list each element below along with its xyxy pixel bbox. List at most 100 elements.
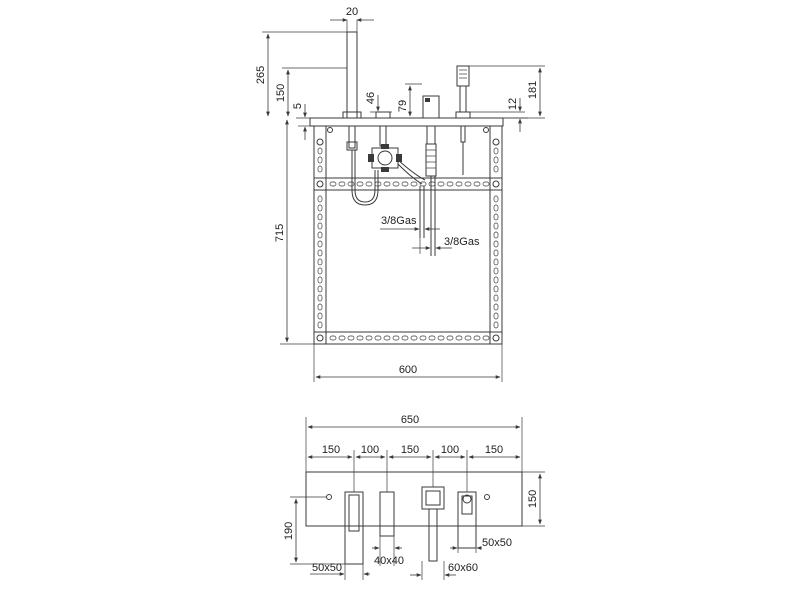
frame-slot [428, 335, 436, 341]
side-view: 20 265 150 5 46 79 [255, 6, 545, 382]
frame-slot [365, 181, 373, 187]
plan-valve [379, 491, 395, 537]
frame-slot [437, 181, 445, 187]
frame-slot [317, 294, 323, 302]
frame-slot [356, 181, 364, 187]
frame-slot [473, 181, 481, 187]
frame-slot [317, 312, 323, 320]
frame-slot [437, 335, 445, 341]
frame-slot [446, 335, 454, 341]
spout [342, 31, 362, 151]
frame-bottom-bar [313, 331, 503, 345]
frame-slot [482, 181, 490, 187]
frame-slot [317, 321, 323, 329]
dim-spout-section: 50x50 [312, 562, 342, 574]
frame-slot [493, 258, 499, 266]
frame-slot [383, 335, 391, 341]
frame-slot [329, 335, 337, 341]
frame-slot [347, 181, 355, 187]
frame-left-post [313, 125, 327, 345]
frame-slot [410, 335, 418, 341]
dim-overall-width: 650 [401, 414, 419, 426]
frame-slot [493, 156, 499, 164]
frame-slot [493, 303, 499, 311]
frame-slot [455, 335, 463, 341]
frame-slot [473, 335, 481, 341]
dim-spout-height: 150 [275, 84, 287, 102]
dim-frame-width: 600 [399, 364, 417, 376]
plan-diverter [421, 486, 445, 562]
frame-slot [493, 165, 499, 173]
frame-slot [482, 335, 490, 341]
plan-view: 650 150 100 150 100 150 150 1 [283, 414, 545, 580]
dim-valve-offset: 46 [365, 92, 377, 104]
frame-slot [317, 195, 323, 203]
frame-slot [410, 181, 418, 187]
frame-slot [329, 181, 337, 187]
frame-slot [317, 222, 323, 230]
frame-slot [446, 181, 454, 187]
frame-slot [317, 147, 323, 155]
side-dimensions: 20 265 150 5 46 79 [255, 6, 545, 382]
dim-shower-section: 50x50 [482, 537, 512, 549]
frame-slot [419, 335, 427, 341]
gas-label-1: 3/8Gas [381, 215, 417, 227]
frame-slot [493, 222, 499, 230]
frame-slot [493, 285, 499, 293]
deck-plate [309, 117, 504, 127]
frame-slot [338, 335, 346, 341]
frame-slot [383, 181, 391, 187]
frame-slot [317, 258, 323, 266]
frame-slot [493, 321, 499, 329]
dim-deck-gap: 5 [292, 103, 304, 109]
frame-slot [347, 335, 355, 341]
frame-slot [493, 294, 499, 302]
frame-slot [317, 240, 323, 248]
valve-handle [422, 95, 440, 177]
frame-slot [401, 335, 409, 341]
dim-spacing-2: 100 [361, 444, 379, 456]
frame-slot [338, 181, 346, 187]
frame-slot [374, 335, 382, 341]
frame-slot [317, 303, 323, 311]
frame-slot [493, 276, 499, 284]
dim-spacing-4: 100 [441, 444, 459, 456]
frame-slot [493, 213, 499, 221]
dim-spacing-1: 150 [322, 444, 340, 456]
frame-slot [317, 156, 323, 164]
frame-slot [317, 285, 323, 293]
plan-hole-right [484, 494, 490, 500]
frame-right-post [489, 125, 503, 345]
flex-hose [351, 150, 379, 206]
hand-shower [455, 65, 471, 175]
frame-slot [428, 181, 436, 187]
frame-slot [464, 335, 472, 341]
frame-slot [317, 267, 323, 275]
gas-label-2: 3/8Gas [444, 236, 480, 248]
dim-spacing-5: 150 [485, 444, 503, 456]
dim-frame-height: 715 [274, 224, 286, 242]
frame-slot [392, 181, 400, 187]
plan-shower [457, 491, 477, 549]
frame-slot [317, 165, 323, 173]
frame-slot [493, 240, 499, 248]
dim-total-height: 265 [255, 66, 267, 84]
frame-slot [464, 181, 472, 187]
frame-slot [493, 249, 499, 257]
frame-top-bar [313, 177, 503, 191]
frame-slot [493, 231, 499, 239]
plan-spout [344, 491, 364, 565]
dim-handle-height: 79 [397, 100, 409, 112]
plan-dimensions: 650 150 100 150 100 150 150 1 [283, 414, 545, 580]
frame-slot [419, 181, 427, 187]
dim-valve-section: 40x40 [374, 555, 404, 567]
frame-slot [493, 267, 499, 275]
dim-shower-height: 181 [527, 81, 539, 99]
frame-slot [392, 335, 400, 341]
plan-hole-left [326, 494, 332, 500]
frame-slot [317, 231, 323, 239]
frame-slot [317, 276, 323, 284]
frame-slot [317, 249, 323, 257]
dim-side-offset: 190 [283, 522, 295, 540]
